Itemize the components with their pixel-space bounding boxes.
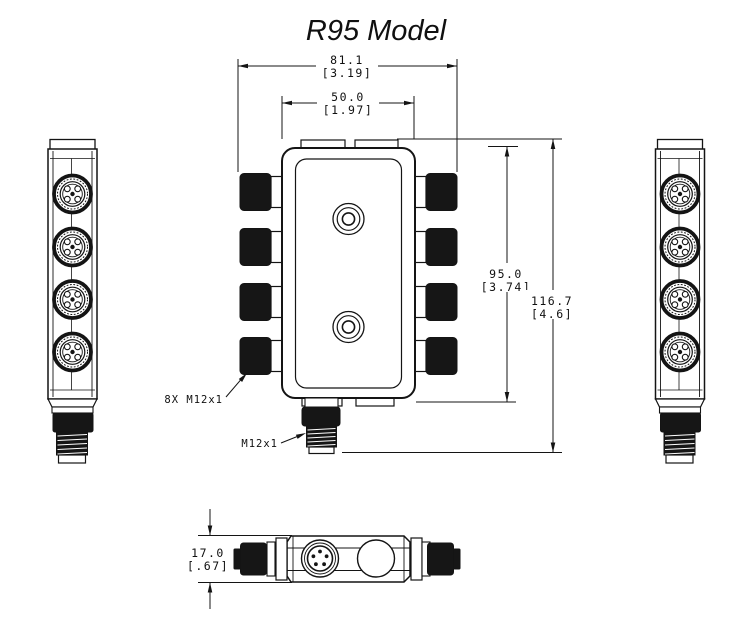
svg-text:M12x1: M12x1 xyxy=(241,438,278,450)
svg-text:[4.6]: [4.6] xyxy=(531,307,573,321)
m12-face-bottom-view xyxy=(300,539,340,578)
bottom-port xyxy=(301,397,341,455)
svg-text:[3.74]: [3.74] xyxy=(481,280,532,294)
dim-body-height: 95.0 [3.74] xyxy=(416,146,535,403)
svg-text:95.0: 95.0 xyxy=(489,267,523,281)
drawing-title: R95 Model xyxy=(306,15,448,47)
svg-text:116.7: 116.7 xyxy=(531,294,573,308)
svg-text:[3.19]: [3.19] xyxy=(322,66,373,80)
side-view-left xyxy=(48,140,97,464)
dim-depth: 17.0 [.67] xyxy=(182,509,292,609)
svg-text:17.0: 17.0 xyxy=(191,546,225,560)
bottom-view-left-port xyxy=(233,537,288,581)
svg-text:[.67]: [.67] xyxy=(187,559,229,573)
front-view xyxy=(239,139,458,455)
round-boss xyxy=(356,539,396,578)
svg-text:50.0: 50.0 xyxy=(331,90,365,104)
side-view-right xyxy=(656,140,705,464)
label-bottom-connector: M12x1 xyxy=(241,433,306,450)
bottom-view xyxy=(233,535,461,583)
bottom-view-right-port xyxy=(410,537,461,581)
svg-text:[1.97]: [1.97] xyxy=(323,103,374,117)
svg-text:8X M12x1: 8X M12x1 xyxy=(164,394,223,406)
dim-overall-height: 116.7 [4.6] xyxy=(342,138,583,453)
dim-body-width: 50.0 [1.97] xyxy=(281,90,415,139)
svg-text:81.1: 81.1 xyxy=(330,53,364,67)
junction-body-face xyxy=(294,158,403,389)
dim-overall-width: 81.1 [3.19] xyxy=(237,53,458,172)
label-side-connectors: 8X M12x1 xyxy=(164,373,247,406)
junction-body xyxy=(281,147,416,399)
